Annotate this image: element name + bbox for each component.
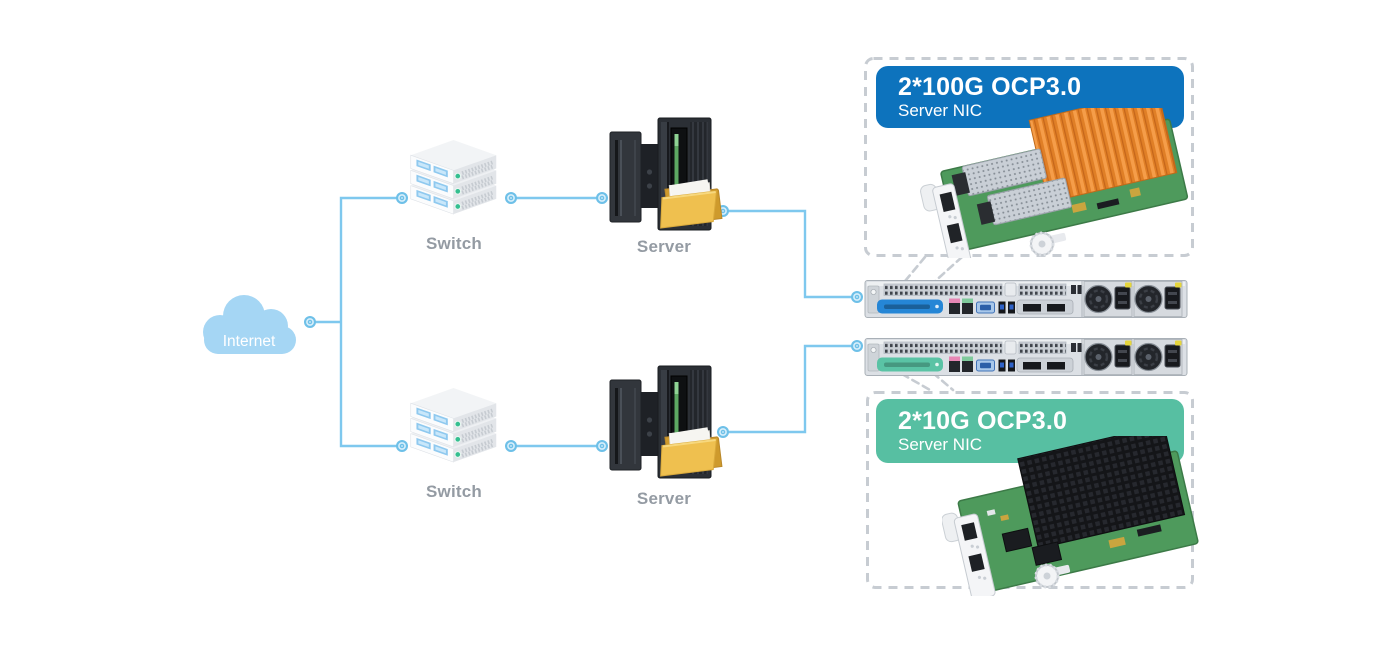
connector-node-icons (303, 191, 864, 453)
folder-icon (660, 179, 723, 229)
callout-box-top (864, 57, 1194, 257)
highlighted-ocp-nic (877, 299, 943, 314)
nic-card-10g-image (942, 436, 1202, 596)
rj45-nic-card-icon (942, 436, 1199, 596)
rack-server-icon (864, 338, 1188, 376)
qsfp28-nic-card-icon (920, 108, 1189, 258)
server-tower-folder-icon (609, 365, 723, 479)
rack-server-rear-top (864, 279, 1188, 319)
rack-server-icon (864, 280, 1188, 318)
nic-title-100g: 2*100G OCP3.0 (898, 73, 1082, 102)
nic-card-100g-image (916, 108, 1196, 258)
nic-subtitle-100g: Server NIC (898, 101, 983, 121)
nic-title-10g: 2*10G OCP3.0 (898, 407, 1068, 436)
solid-wires (310, 196, 857, 448)
server-node-bottom (608, 364, 726, 492)
rack-server-rear-bottom (864, 337, 1188, 377)
switch-label-top: Switch (426, 234, 482, 253)
folder-icon (660, 427, 723, 477)
thumbscrew (1034, 563, 1071, 589)
switch-node-top (406, 140, 501, 235)
server-node-top (608, 116, 726, 244)
internet-label: Internet (223, 333, 276, 350)
server-tower-folder-icon (609, 117, 723, 231)
highlighted-ocp-nic (877, 357, 943, 372)
switch-label-bottom: Switch (426, 482, 482, 501)
cloud-icon: Internet (203, 295, 296, 354)
server-label-top: Server (636, 237, 692, 256)
switch-node-bottom (406, 388, 501, 483)
nic-subtitle-10g: Server NIC (898, 435, 983, 455)
thumbscrew (1029, 231, 1067, 257)
server-label-bottom: Server (636, 489, 692, 508)
internet-node: Internet (192, 284, 310, 360)
switch-stack-icon (410, 140, 497, 215)
switch-stack-icon (410, 388, 497, 463)
